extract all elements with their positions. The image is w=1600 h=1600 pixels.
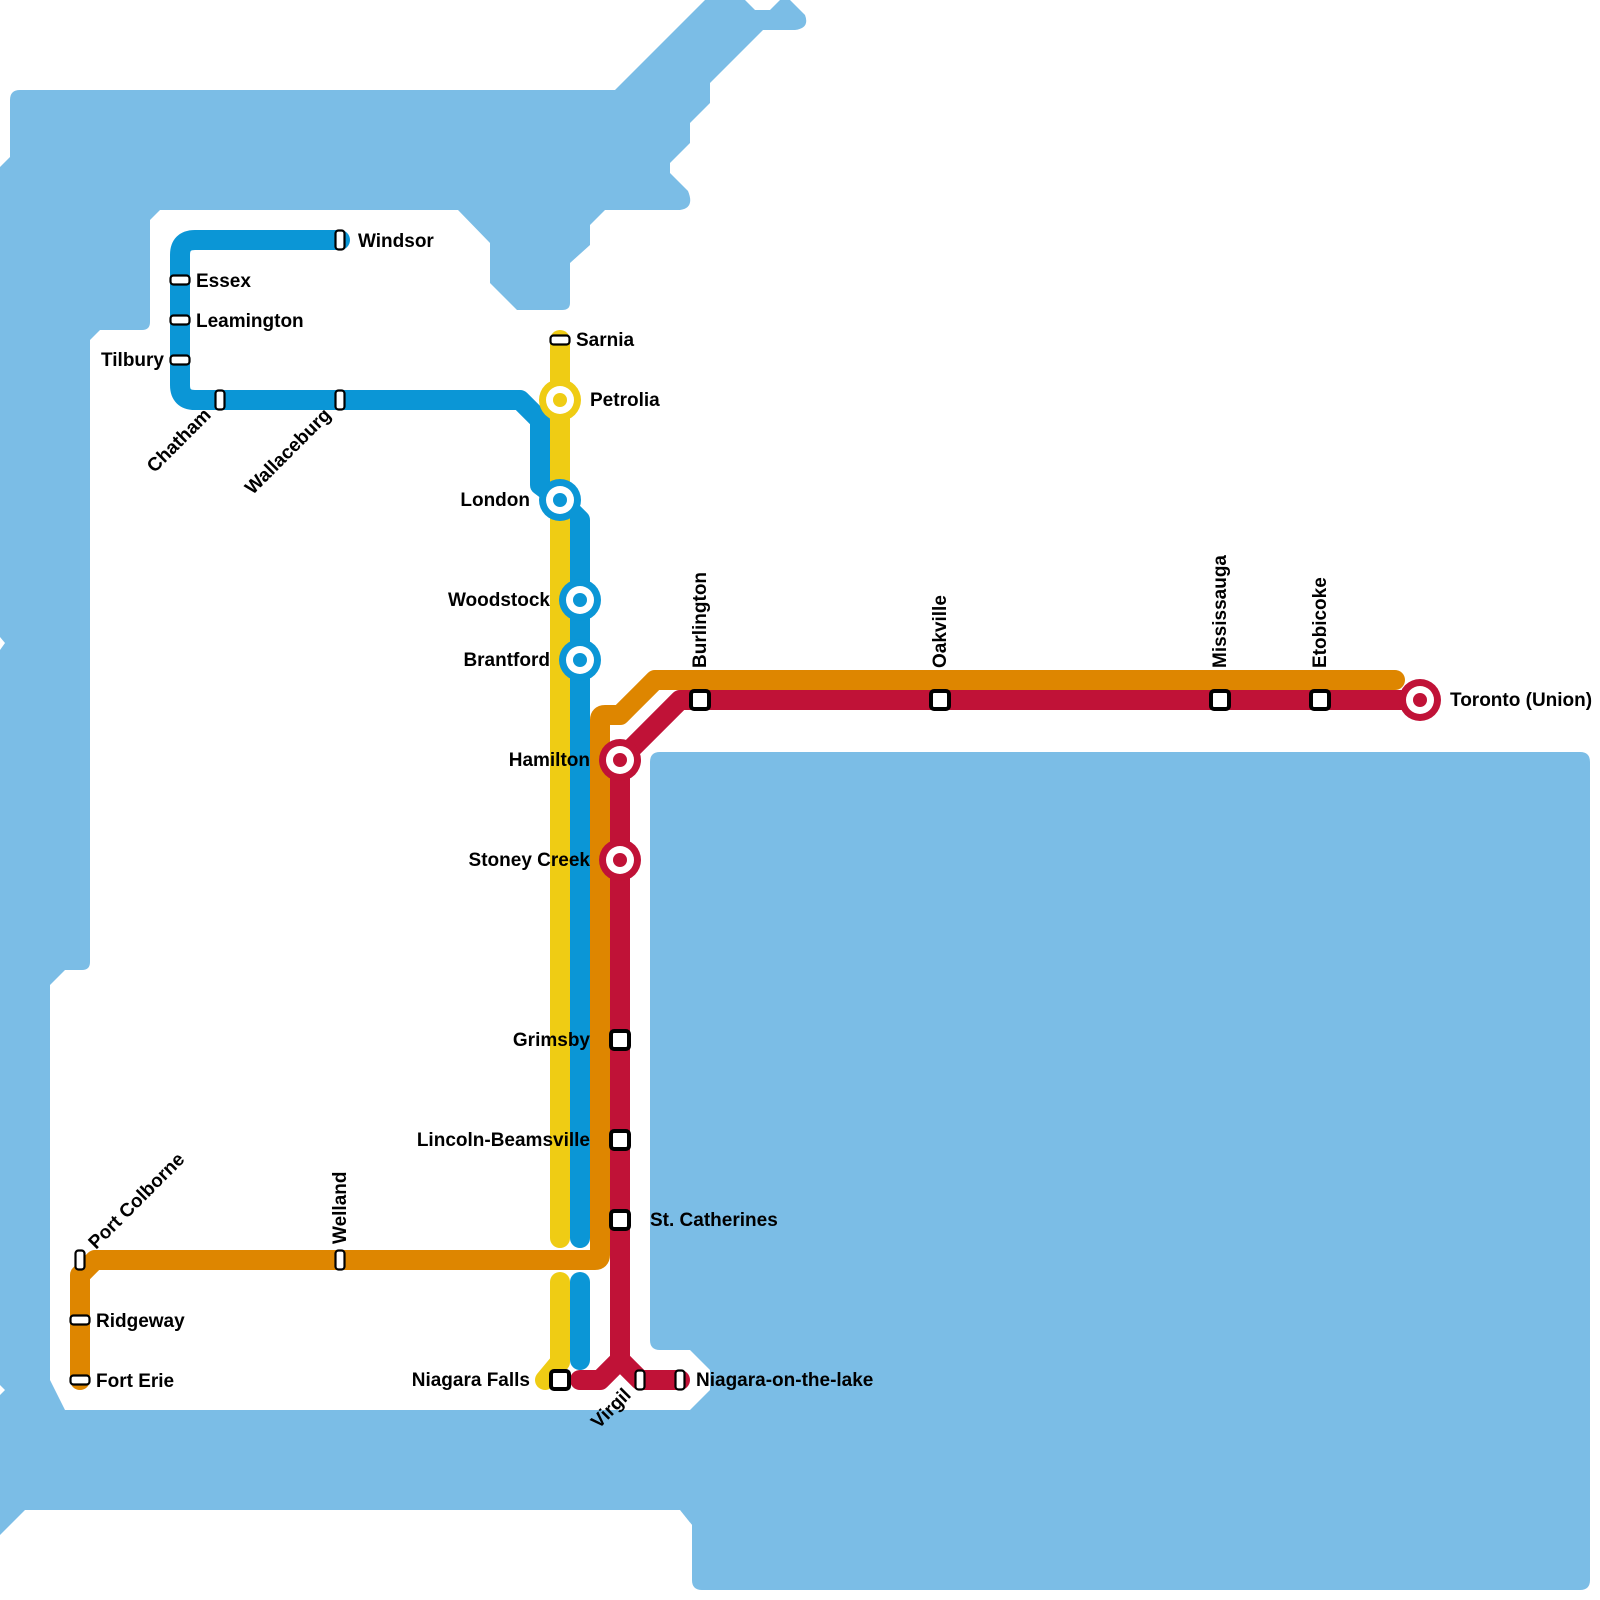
line-yellow-niagara <box>535 1272 570 1390</box>
station-label-niagara-on-the-lake: Niagara-on-the-lake <box>696 1370 873 1391</box>
station-marker-oakville[interactable] <box>929 689 951 711</box>
station-label-leamington: Leamington <box>196 311 304 332</box>
station-label-tilbury: Tilbury <box>101 350 164 371</box>
station-marker-toronto-union[interactable] <box>1399 679 1441 721</box>
station-label-sarnia: Sarnia <box>576 330 635 351</box>
station-label-burlington: Burlington <box>690 572 711 668</box>
stations <box>69 229 1441 1391</box>
station-marker-mississauga[interactable] <box>1209 689 1231 711</box>
station-label-london: London <box>460 490 530 511</box>
station-marker-ridgeway[interactable] <box>69 1314 91 1326</box>
station-marker-grimsby[interactable] <box>609 1029 631 1051</box>
station-label-toronto-union: Toronto (Union) <box>1450 690 1592 711</box>
station-label-fort-erie: Fort Erie <box>96 1371 174 1392</box>
station-label-essex: Essex <box>196 271 251 292</box>
station-marker-woodstock[interactable] <box>559 579 601 621</box>
station-marker-st-catherines[interactable] <box>609 1209 631 1231</box>
station-marker-chatham[interactable] <box>214 389 226 411</box>
station-label-lincoln-beamsville: Lincoln-Beamsville <box>417 1130 590 1151</box>
station-label-oakville: Oakville <box>930 595 951 668</box>
station-marker-brantford[interactable] <box>559 639 601 681</box>
station-label-woodstock: Woodstock <box>448 590 550 611</box>
station-marker-tilbury[interactable] <box>169 354 191 366</box>
line-orange <box>70 670 1405 1390</box>
station-marker-lincoln-beamsville[interactable] <box>609 1129 631 1151</box>
station-label-hamilton: Hamilton <box>509 750 590 771</box>
station-label-petrolia: Petrolia <box>590 390 660 411</box>
station-marker-welland[interactable] <box>334 1249 346 1271</box>
station-label-stoney-creek: Stoney Creek <box>469 850 591 871</box>
station-marker-windsor[interactable] <box>334 229 346 251</box>
station-marker-leamington[interactable] <box>169 314 191 326</box>
land-south-edge <box>0 1510 692 1600</box>
station-label-welland: Welland <box>330 1172 351 1245</box>
station-label-mississauga: Mississauga <box>1210 555 1231 668</box>
station-label-st-catherines: St. Catherines <box>650 1210 778 1231</box>
station-marker-port-colborne[interactable] <box>74 1249 86 1271</box>
station-marker-burlington[interactable] <box>689 689 711 711</box>
station-marker-petrolia[interactable] <box>539 379 581 421</box>
station-marker-niagara-on-the-lake[interactable] <box>674 1369 686 1391</box>
station-label-windsor: Windsor <box>358 231 434 252</box>
line-blue-west <box>170 230 570 510</box>
station-marker-niagara-falls[interactable] <box>549 1369 571 1391</box>
station-label-niagara-falls: Niagara Falls <box>412 1370 530 1391</box>
station-marker-essex[interactable] <box>169 274 191 286</box>
station-marker-virgil[interactable] <box>634 1369 646 1391</box>
station-label-wallaceburg: Wallaceburg <box>241 405 335 499</box>
water-lake-huron <box>0 0 807 1410</box>
station-marker-sarnia[interactable] <box>549 334 571 346</box>
station-label-chatham: Chatham <box>143 405 215 477</box>
station-marker-etobicoke[interactable] <box>1309 689 1331 711</box>
station-marker-wallaceburg[interactable] <box>334 389 346 411</box>
station-label-etobicoke: Etobicoke <box>1310 577 1331 668</box>
station-marker-hamilton[interactable] <box>599 739 641 781</box>
station-marker-stoney-creek[interactable] <box>599 839 641 881</box>
station-label-brantford: Brantford <box>463 650 550 671</box>
station-label-grimsby: Grimsby <box>513 1030 591 1051</box>
station-marker-london[interactable] <box>539 479 581 521</box>
station-label-port-colborne: Port Colborne <box>85 1149 189 1253</box>
water-lake-ontario <box>0 752 1590 1590</box>
station-marker-fort-erie[interactable] <box>69 1374 91 1386</box>
station-label-ridgeway: Ridgeway <box>96 1311 185 1332</box>
